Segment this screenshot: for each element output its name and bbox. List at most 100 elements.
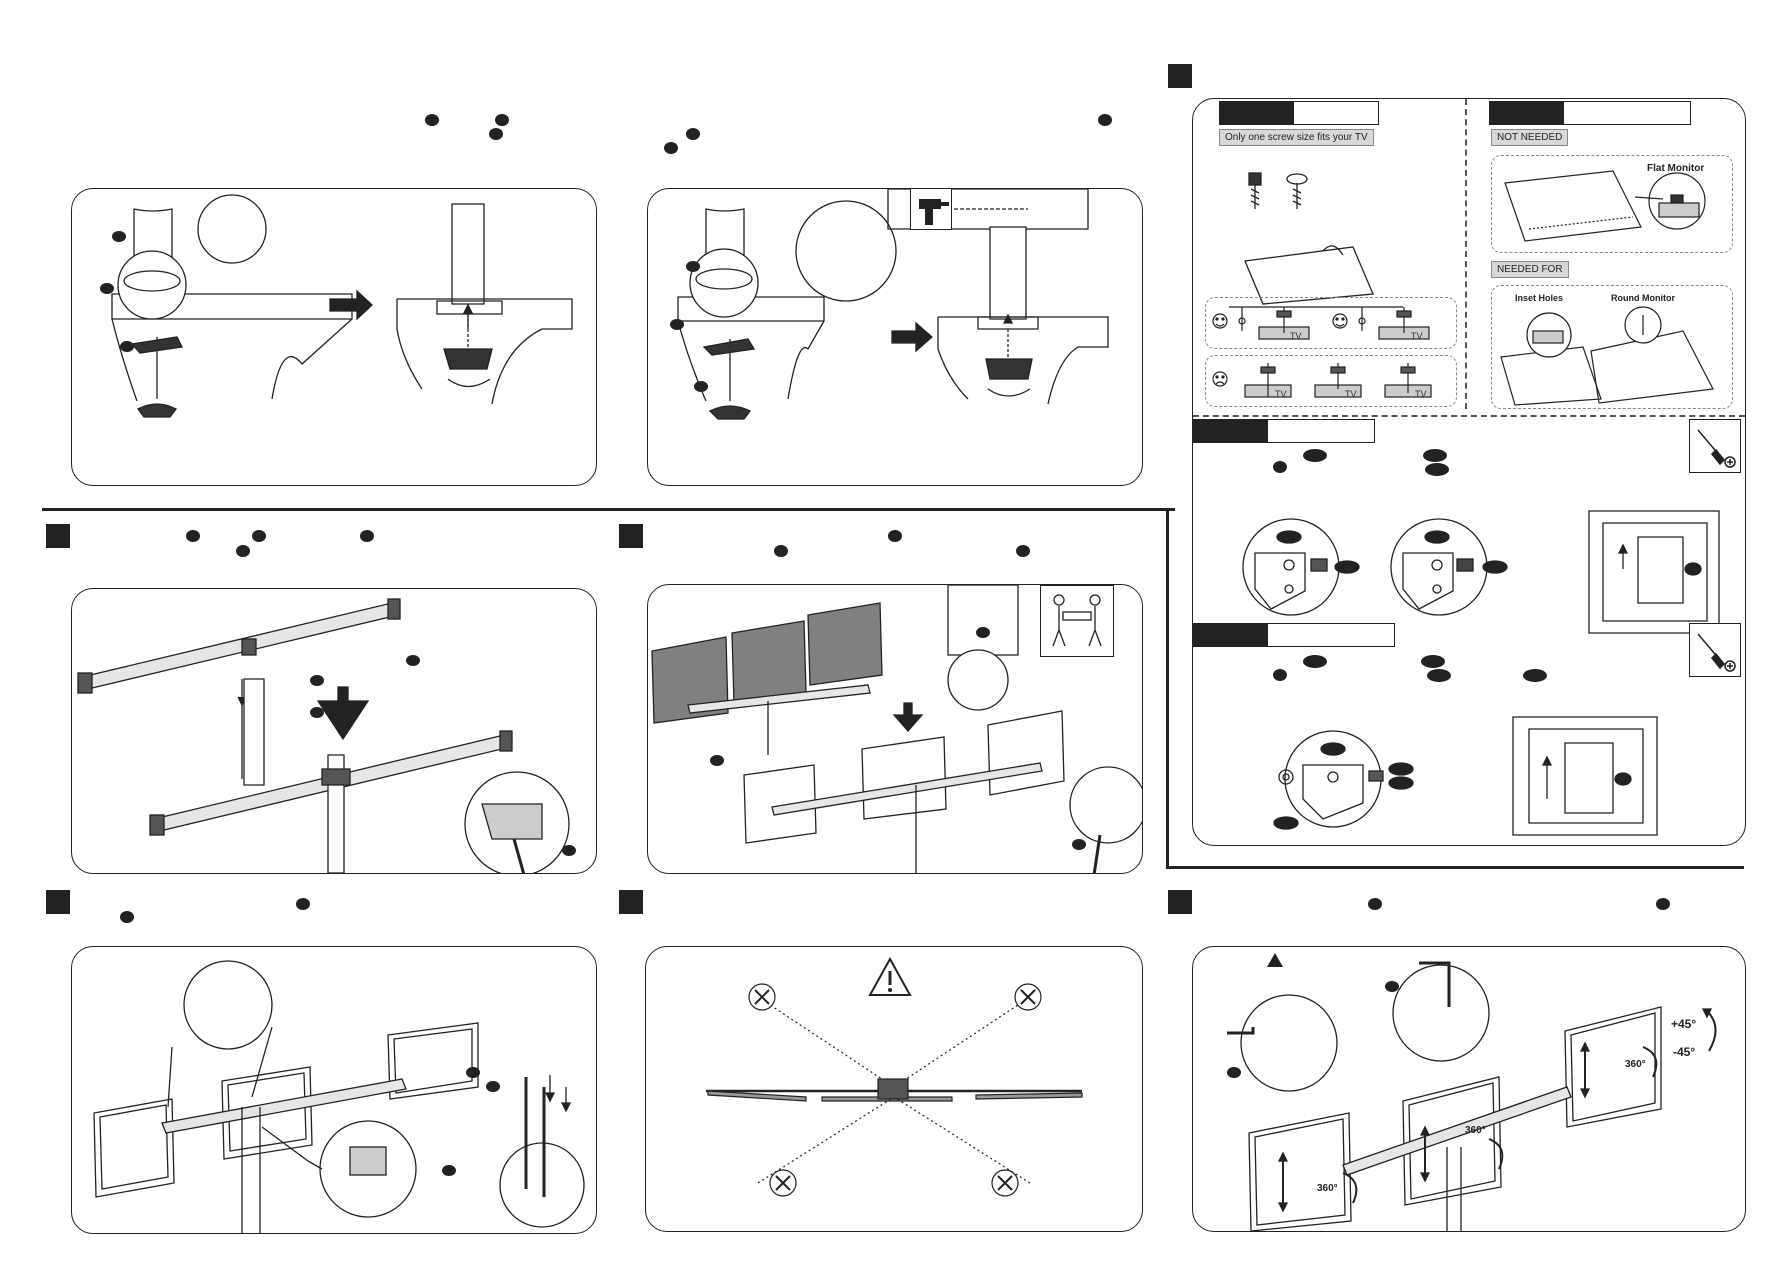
tilt-minus-45-label: -45°: [1673, 1045, 1696, 1059]
section-tab-std-install: [1193, 419, 1375, 443]
part-ref-dot: [774, 545, 788, 557]
part-ref-dot: [1016, 545, 1030, 557]
cable-management-illustration: [93, 960, 585, 1233]
needed-for-box: [1491, 285, 1733, 409]
spacer-illustrations: [1500, 170, 1714, 406]
part-label: [1425, 463, 1449, 476]
part-label: [686, 261, 700, 272]
part-ref-dot: [296, 898, 310, 910]
two-person-lift-icon: [1040, 585, 1114, 657]
part-label: [1303, 449, 1327, 462]
not-needed-tag: NOT NEEDED: [1491, 129, 1569, 146]
horizontal-divider-left: [42, 508, 1175, 511]
part-label: [1427, 669, 1451, 682]
part-label: [1072, 839, 1086, 850]
flat-monitor-label: Flat Monitor: [1647, 163, 1705, 174]
step-marker-cable-management: [46, 890, 70, 914]
part-ref-dot: [360, 530, 374, 542]
tv-label: TV: [1290, 331, 1302, 341]
tilt-plus-45-label: +45°: [1671, 1017, 1697, 1031]
section-divider: [1465, 99, 1467, 409]
mount-monitors-illustration: [651, 585, 1142, 873]
grommet-install-illustration: [677, 189, 1109, 420]
part-label: [466, 1067, 480, 1078]
phillips-screwdriver-icon: [1689, 419, 1741, 473]
part-label: [1421, 655, 1445, 668]
section-tab-spacers: [1489, 101, 1691, 125]
adjustment-illustration: [1227, 961, 1717, 1231]
tv-label: TV: [1345, 389, 1357, 399]
flat-monitor-box: [1491, 155, 1733, 253]
step-marker-adjust: [1168, 890, 1192, 914]
section-tab-screw-size: [1219, 101, 1379, 125]
swivel-360-label: 360°: [1317, 1183, 1338, 1194]
part-label: [1385, 981, 1399, 992]
part-label: [442, 1165, 456, 1176]
part-ref-dot: [120, 911, 134, 923]
part-ref-dot: [236, 545, 250, 557]
part-label: [710, 755, 724, 766]
part-label: [1303, 655, 1327, 668]
swivel-360-label: 360°: [1625, 1059, 1646, 1070]
part-ref-dot: [1273, 669, 1287, 681]
panel-clamp-install: [71, 188, 597, 486]
crossbar-illustration: [77, 598, 570, 873]
panel-arm-warning: [645, 946, 1143, 1232]
section-tab-spacer-install: [1193, 623, 1395, 647]
part-ref-dot: [664, 142, 678, 154]
part-ref-dot: [888, 530, 902, 542]
power-drill-icon: [910, 188, 952, 230]
part-label: [1423, 449, 1447, 462]
phillips-screwdriver-icon: [1689, 623, 1741, 677]
part-ref-dot: [1656, 898, 1670, 910]
tv-label: TV: [1275, 389, 1287, 399]
part-label: [112, 231, 126, 242]
arm-range-illustration: [706, 983, 1083, 1197]
section-divider: [1193, 415, 1745, 417]
horizontal-divider-right: [1166, 866, 1744, 869]
screw-attach-illustrations: [1242, 510, 1720, 836]
warning-triangle-icon: [868, 956, 912, 997]
part-label: [120, 341, 134, 352]
panel-grommet-install: [647, 188, 1143, 486]
part-label: [694, 381, 708, 392]
tv-label: TV: [1415, 389, 1427, 399]
part-ref-dot: [1098, 114, 1112, 126]
part-label: [562, 845, 576, 856]
part-label: [976, 627, 990, 638]
panel-vesa-screws: Only one screw size fits your TV: [1192, 98, 1746, 846]
vertical-divider: [1166, 508, 1169, 868]
step-marker-attach-arm: [46, 524, 70, 548]
tv-label: TV: [1411, 331, 1423, 341]
part-label: [100, 283, 114, 294]
step-marker-vesa: [1168, 64, 1192, 88]
panel-adjustment: 360° 360° 360° +45° -45°: [1192, 946, 1746, 1232]
round-monitor-label: Round Monitor: [1611, 293, 1675, 303]
part-ref-dot: [1273, 461, 1287, 473]
swivel-360-label: 360°: [1465, 1125, 1486, 1136]
part-ref-dot: [686, 128, 700, 140]
panel-mount-monitors: [647, 584, 1143, 874]
screw-illustration: [1229, 172, 1403, 308]
part-label: [670, 319, 684, 330]
part-ref-dot: [252, 530, 266, 542]
inset-holes-label: Inset Holes: [1515, 293, 1564, 303]
part-ref-dot: [489, 128, 503, 140]
screw-fit-diagrams: [1212, 307, 1432, 398]
small-warning-triangle-icon: [1267, 953, 1283, 967]
part-ref-dot: [495, 114, 509, 126]
screw-fit-bad-box: [1205, 355, 1457, 407]
panel-attach-crossbar: [71, 588, 597, 874]
part-label: [1227, 1067, 1241, 1078]
needed-for-tag: NEEDED FOR: [1491, 261, 1569, 278]
part-ref-dot: [186, 530, 200, 542]
part-label: [310, 675, 324, 686]
screw-fit-tag: Only one screw size fits your TV: [1219, 129, 1374, 146]
step-marker-mount-monitors: [619, 524, 643, 548]
part-ref-dot: [1368, 898, 1382, 910]
part-label: [1523, 669, 1547, 682]
screw-fit-good-box: [1205, 297, 1457, 349]
panel-cable-management: [71, 946, 597, 1234]
clamp-install-illustration: [111, 194, 573, 418]
step-marker-warning: [619, 890, 643, 914]
